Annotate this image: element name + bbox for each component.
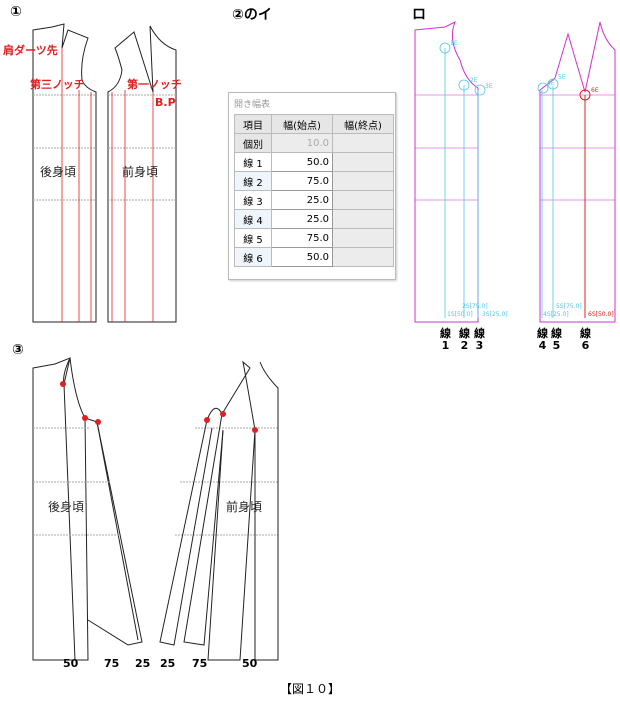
start-input[interactable]: 75.0 [271,171,333,191]
end-input[interactable] [332,209,394,229]
end-input[interactable] [332,228,394,248]
back-label-1: 後身頃 [40,165,77,179]
width-value: 50 [63,657,79,670]
small-label: 1E [450,40,458,47]
third-notch-label: 第三ノッチ [30,78,85,91]
small-label: 1S[50.0] [447,311,473,318]
individual-end[interactable] [332,133,394,153]
section-ro-number: ロ [412,7,426,23]
small-label: 3S[25.0] [482,311,508,318]
cut-lines-1 [61,48,154,322]
cut-lines-ro [439,42,559,318]
section-3-number: ③ [12,342,24,358]
header-start: 幅(始点) [271,114,333,134]
start-input[interactable]: 50.0 [271,247,333,267]
section-1-number: ① [10,4,22,20]
front-bodice-1 [107,25,177,323]
width-value: 50 [242,657,258,670]
row-label: 線 1 [234,152,272,172]
row-label: 線 3 [234,190,272,210]
guide-lines-3 [33,427,278,536]
back-bodice-1 [32,23,97,323]
front-bodice-ro [539,21,616,323]
small-label: 6E [591,87,599,94]
pivot-points-3 [60,381,258,433]
start-input[interactable]: 75.0 [271,228,333,248]
figure-caption: 【図１０】 [280,682,341,696]
small-label: 5E [558,74,566,81]
width-value: 25 [160,657,176,670]
small-label: 4E [547,80,555,87]
end-input[interactable] [332,171,394,191]
small-label: 2E [470,77,478,84]
header-end: 幅(終点) [332,114,394,134]
small-label: 4S[25.0] [543,311,569,318]
width-value: 25 [135,657,151,670]
start-input[interactable]: 50.0 [271,152,333,172]
start-input[interactable]: 25.0 [271,190,333,210]
first-notch-label: 第一ノッチ [127,78,182,91]
back-label-3: 後身頃 [48,500,85,514]
individual-value[interactable]: 10.0 [271,133,333,153]
small-label: 2S[75.0] [462,303,488,310]
guide-lines-1 [33,94,176,201]
front-label-3: 前身頃 [226,500,263,514]
guide-lines-ro [415,94,615,201]
row-label: 線 5 [234,228,272,248]
row-label: 線 6 [234,247,272,267]
end-input[interactable] [332,190,394,210]
section-2-number: ②のイ [232,7,272,23]
front-label-1: 前身頃 [122,165,159,179]
header-item: 項目 [234,114,272,134]
small-label: 3E [485,83,493,90]
width-value: 75 [192,657,208,670]
small-label: 5S[75.0] [556,303,582,310]
width-value: 75 [104,657,120,670]
shoulder-dart-label: 肩ダーツ先 [3,44,58,57]
small-label: 6S[50.0] [588,311,614,318]
row-label: 線 2 [234,171,272,191]
cut-line-6 [579,89,591,318]
end-input[interactable] [332,247,394,267]
bp-label: B.P [155,96,176,109]
window-title: 開き幅表 [234,100,271,110]
back-bodice-ro [414,20,479,323]
front-bodice-3 [159,360,279,661]
row-label: 線 4 [234,209,272,229]
end-input[interactable] [332,152,394,172]
individual-label: 個別 [234,133,272,153]
start-input[interactable]: 25.0 [271,209,333,229]
